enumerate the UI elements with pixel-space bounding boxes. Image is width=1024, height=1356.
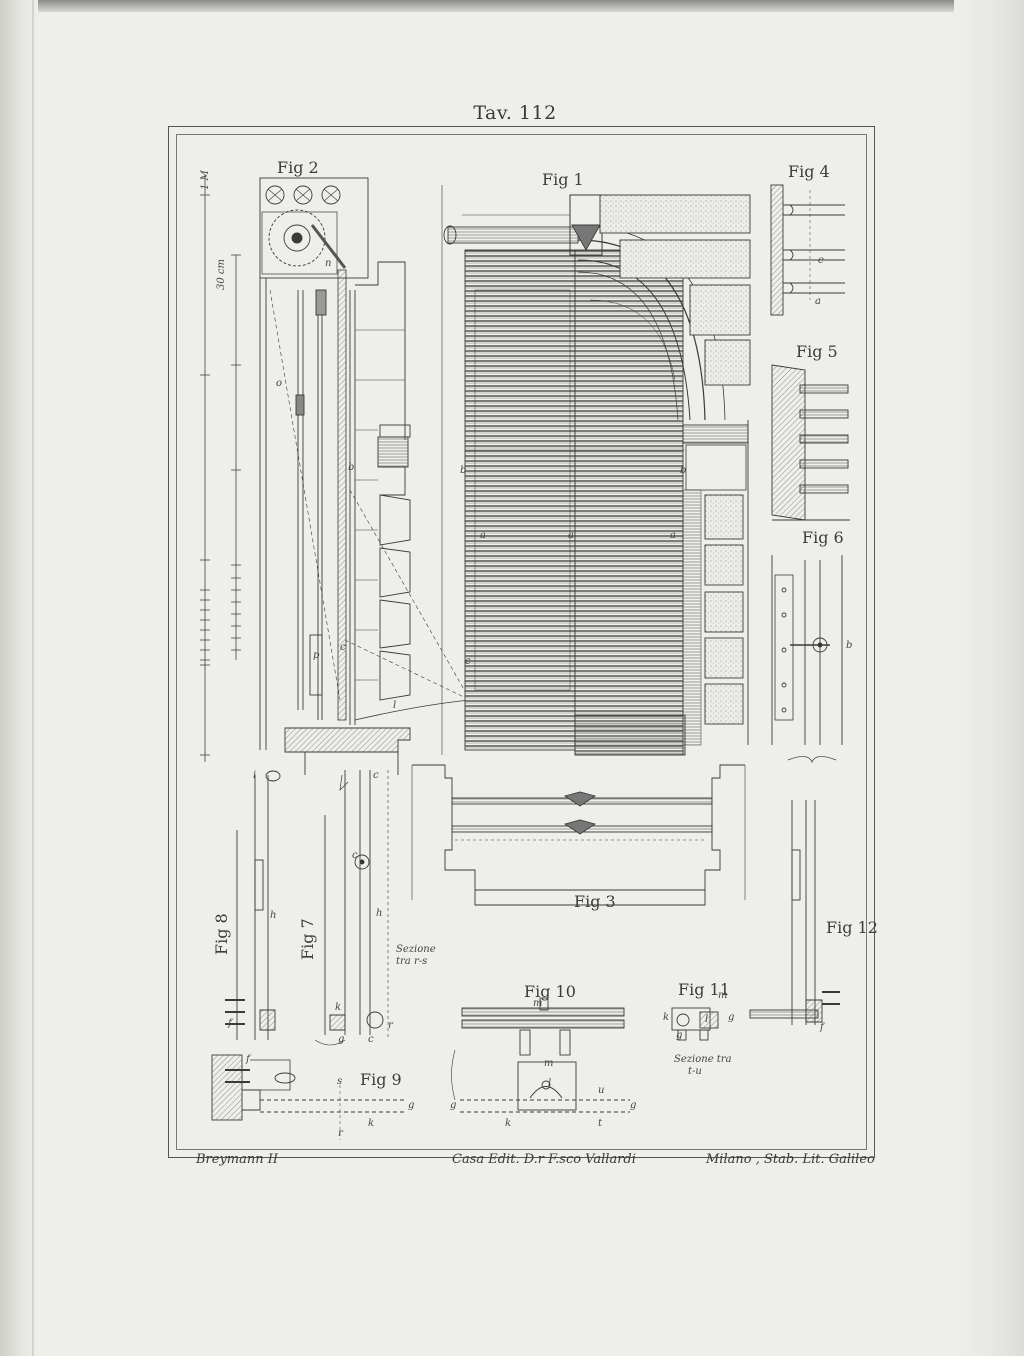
key-f-fig8: f <box>228 1018 232 1029</box>
fig8-label: Fig 8 <box>212 913 231 955</box>
plate-title: Tav. 112 <box>473 102 557 124</box>
key-c-fig7-top: c <box>373 770 379 781</box>
scale-label-cm: 30 cm <box>216 259 227 290</box>
key-g-fig9: g <box>408 1100 415 1111</box>
fig4-label: Fig 4 <box>788 162 830 181</box>
scan-top-shadow <box>0 0 1024 12</box>
caption-left: Breymann II <box>196 1152 279 1167</box>
key-m-fig10-mid: m <box>544 1058 554 1069</box>
key-b-right: b <box>680 465 687 476</box>
key-g-fig7: g <box>338 1034 345 1045</box>
key-f-fig9: f <box>246 1054 250 1065</box>
fig12-detail <box>749 800 840 1025</box>
section-tu-line2: t-u <box>688 1066 702 1077</box>
caption-center: Casa Edit. D.r F.sco Vallardi <box>452 1152 636 1167</box>
fig9-label: Fig 9 <box>360 1070 402 1089</box>
key-a-left: a <box>480 530 486 541</box>
key-k-fig10: k <box>505 1118 512 1129</box>
key-l-fig10: l <box>548 1078 552 1089</box>
fig2-section <box>259 177 471 775</box>
fig10-detail <box>451 997 630 1113</box>
key-g-fig10-right: g <box>630 1100 637 1111</box>
key-u-fig10: u <box>598 1085 605 1096</box>
key-b-left: b <box>460 465 467 476</box>
fig11-detail <box>671 1007 719 1041</box>
section-tu-line1: Sezione tra <box>674 1054 732 1065</box>
fig7-detail <box>314 770 389 1046</box>
key-l-fig11: l <box>705 1014 709 1025</box>
fig1-elevation <box>441 185 751 756</box>
key-k-fig9: k <box>368 1118 375 1129</box>
binding-spine <box>32 0 34 1356</box>
section-rs-line2: tra r-s <box>396 956 428 967</box>
key-a-fig4: a <box>815 296 821 307</box>
key-c-fig7-mid: c <box>352 850 358 861</box>
fig9-detail <box>211 1054 405 1140</box>
fig5-label: Fig 5 <box>796 342 838 361</box>
key-h-fig7: h <box>376 908 383 919</box>
key-k-fig11: k <box>663 1012 670 1023</box>
key-h-fig8: h <box>270 910 277 921</box>
key-f-fig12: f <box>820 1022 824 1033</box>
key-i: i <box>253 770 257 781</box>
fig2-label: Fig 2 <box>277 158 319 177</box>
key-g-fig11-left: g <box>676 1030 683 1041</box>
key-o: o <box>276 378 283 389</box>
key-m-fig10-top: m <box>533 998 543 1009</box>
fig12-label: Fig 12 <box>826 918 878 937</box>
key-k-fig7: k <box>335 1002 342 1013</box>
plate-frame-outer <box>168 126 875 1158</box>
fig3-plan <box>411 764 746 906</box>
key-r-fig9: r <box>338 1128 343 1139</box>
scale-bar <box>200 175 241 762</box>
key-a-right: a <box>670 530 676 541</box>
fig11-label: Fig 11 <box>678 980 730 999</box>
key-c-fig7-bot: c <box>368 1034 374 1045</box>
section-rs-line1: Sezione <box>396 944 436 955</box>
key-c-fig1: c <box>465 656 471 667</box>
caption-right: Milano , Stab. Lit. Galileo <box>706 1152 875 1167</box>
page-left-edge <box>0 0 38 1356</box>
key-g-fig11-right: g <box>728 1012 735 1023</box>
key-c-fig2: c <box>340 642 346 653</box>
key-n: n <box>325 258 332 269</box>
plate-frame-inner <box>176 134 867 1150</box>
scale-label-m: 1 M <box>200 170 211 190</box>
fig10-label: Fig 10 <box>524 982 576 1001</box>
fig6-label: Fig 6 <box>802 528 844 547</box>
key-b-fig2: b <box>348 462 355 473</box>
page-right-edge <box>954 0 1024 1356</box>
fig4-detail <box>770 184 845 316</box>
fig7-label: Fig 7 <box>298 918 317 960</box>
fig5-detail <box>771 364 850 521</box>
key-p: p <box>313 650 320 661</box>
key-e-fig4: e <box>818 255 824 266</box>
key-a-mid: a <box>568 530 574 541</box>
key-g-fig10-left: g <box>450 1100 457 1111</box>
key-m-fig11: m <box>718 990 728 1001</box>
fig8-detail <box>225 770 281 1040</box>
key-b-fig6: b <box>846 640 853 651</box>
key-r-fig7: r <box>388 1020 393 1031</box>
fig3-label: Fig 3 <box>574 892 616 911</box>
fig1-label: Fig 1 <box>542 170 584 189</box>
key-l: l <box>393 700 397 711</box>
key-s-fig9: s <box>337 1076 343 1087</box>
fig6-hinge <box>771 555 843 763</box>
key-t-fig10: t <box>598 1118 603 1129</box>
